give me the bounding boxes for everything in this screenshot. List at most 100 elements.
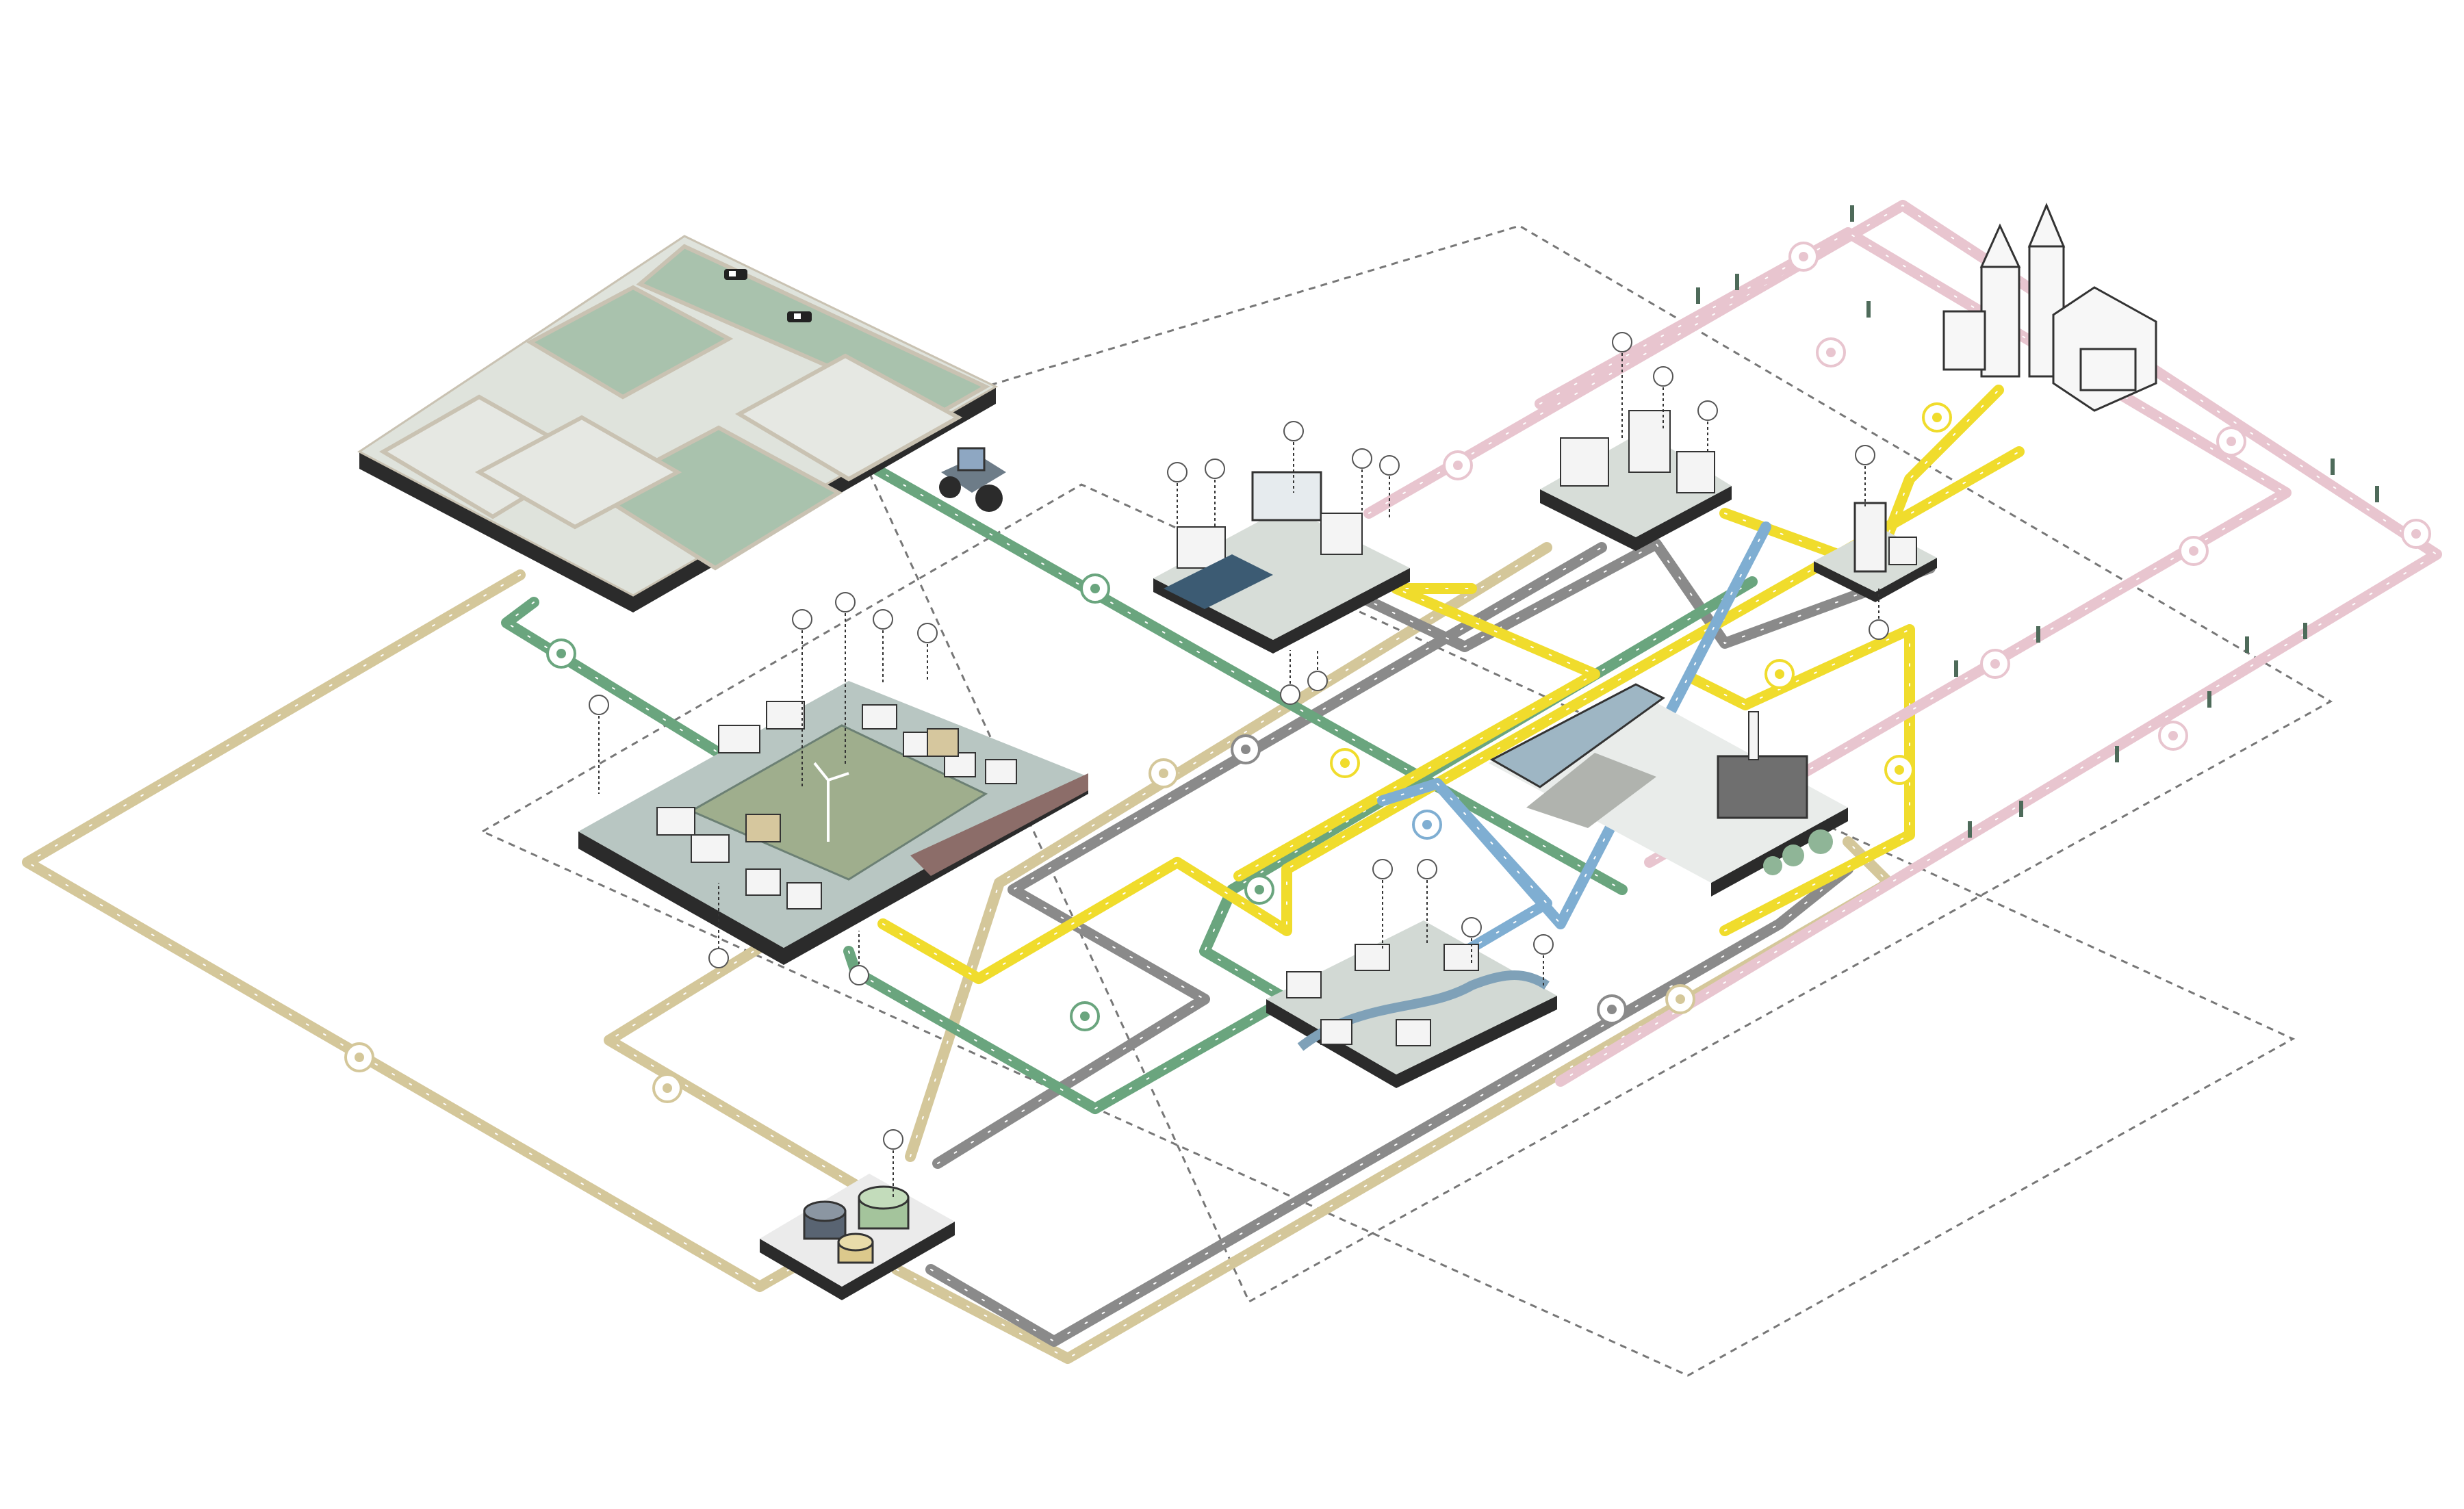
biogas-side-left (760, 1239, 842, 1300)
info-pin (873, 609, 893, 684)
courtyard-building (1676, 451, 1715, 493)
house-icon (1443, 944, 1479, 971)
info-pin (1697, 400, 1718, 452)
industrial-platform (1489, 683, 1848, 897)
biogas-tank-icon (837, 1233, 874, 1264)
info-pin (1280, 650, 1300, 705)
tourism-marker-3 (1443, 450, 1473, 480)
biogas-platform (760, 1174, 955, 1300)
heat-marker-2 (1665, 984, 1695, 1014)
inner-boundary (480, 483, 2296, 1377)
flow-direction-dashes (27, 574, 897, 1287)
temperature-marker-1 (1764, 659, 1795, 689)
riverside-side-right (1396, 996, 1557, 1088)
flow-direction-dashes (882, 451, 2020, 979)
neighbourhood-shore (910, 773, 1088, 876)
info-pin (1612, 332, 1632, 438)
food-marker-1 (1080, 573, 1110, 604)
flow-direction-dashes (1238, 588, 1595, 877)
info-pin (589, 695, 609, 794)
info-pin (1352, 448, 1372, 520)
house-icon (1355, 944, 1390, 971)
cow-icon (787, 311, 812, 322)
urban-block-greenhouse-platform (1153, 471, 1410, 654)
electricity-line-main (877, 446, 2025, 984)
food-line-west (501, 597, 724, 758)
flow-direction-dashes (1690, 629, 1910, 931)
courtyard-building (1560, 437, 1609, 487)
info-pin (1205, 459, 1225, 527)
info-pin (883, 1129, 903, 1198)
farm-field-1 (526, 285, 734, 400)
courtyard-side-left (1540, 489, 1636, 551)
tractor-icon (939, 447, 1006, 512)
organic-waste-line-inner (604, 925, 888, 1207)
cathedral-spire (1979, 223, 2021, 268)
cathedral-annex (2079, 348, 2137, 391)
neighbourhood-warehouse (927, 728, 959, 757)
cow-icon (724, 269, 747, 280)
boundary-outlines (480, 224, 2333, 1377)
tourism-marker-7 (1980, 649, 2010, 679)
urban-building (1320, 513, 1363, 555)
tourism-marker-6 (2401, 519, 2431, 549)
info-pin (792, 609, 812, 787)
house-icon (1396, 1019, 1431, 1046)
info-pin (708, 883, 729, 968)
biogas-tank-icon (803, 1200, 847, 1240)
tower-side-right (1875, 558, 1937, 602)
tower-block-platform (1814, 502, 1937, 602)
info-pin (1417, 859, 1437, 944)
courtyard-side-right (1636, 486, 1732, 551)
wastewater-marker-2 (1597, 994, 1627, 1024)
tourism-marker-2 (1816, 337, 1846, 367)
tourism-marker-8 (2158, 721, 2188, 751)
house-icon (1320, 1019, 1352, 1045)
food-line-farm (864, 460, 1628, 895)
neighbourhood-side-left (578, 831, 784, 965)
flow-direction-dashes (1724, 389, 1999, 569)
industrial-trees (1763, 829, 1833, 875)
info-pin (917, 623, 938, 681)
food-marker-4 (1070, 1001, 1100, 1031)
info-pin (1533, 934, 1554, 985)
water-marker-1 (1412, 810, 1442, 840)
urban-block-side-right (1273, 568, 1410, 654)
info-pin (1855, 445, 1875, 506)
cathedral-city (1942, 203, 2157, 412)
urban-canal (1164, 554, 1273, 609)
factory-icon (1717, 755, 1808, 819)
courtyard-block-platform (1540, 410, 1732, 551)
tourism-marker-4 (2216, 426, 2246, 456)
info-pin (1372, 859, 1393, 951)
wind-turbine-icon (813, 762, 849, 842)
temperature-marker-2 (1884, 755, 1914, 785)
info-pin (835, 592, 856, 766)
tower-side-left (1814, 561, 1875, 602)
organic-marker-1 (344, 1042, 374, 1072)
outer-boundary (847, 224, 2333, 1304)
flow-direction-dashes (1320, 543, 1931, 647)
info-pin (1461, 917, 1482, 965)
tourism-marker-5 (2179, 536, 2209, 566)
biogas-tank-icon (858, 1185, 910, 1230)
electricity-marker-2 (1922, 402, 1952, 433)
flow-direction-dashes (506, 602, 719, 753)
flow-markers (344, 242, 2431, 1103)
flow-direction-dashes (910, 547, 1548, 1157)
info-pin (1379, 455, 1400, 520)
pedestrians (1696, 205, 2379, 838)
neighbourhood-platform (578, 681, 1088, 965)
wastewater-line-east (925, 864, 1853, 1347)
info-pins (589, 332, 1889, 1198)
house-icon (1286, 971, 1322, 998)
electricity-marker-1 (1330, 748, 1360, 778)
info-pin (1307, 650, 1328, 691)
info-pin (1653, 366, 1673, 431)
info-pin (1167, 462, 1188, 534)
farm-field-4 (734, 353, 963, 482)
tower-annex (1888, 537, 1917, 565)
food-marker-2 (546, 639, 576, 669)
